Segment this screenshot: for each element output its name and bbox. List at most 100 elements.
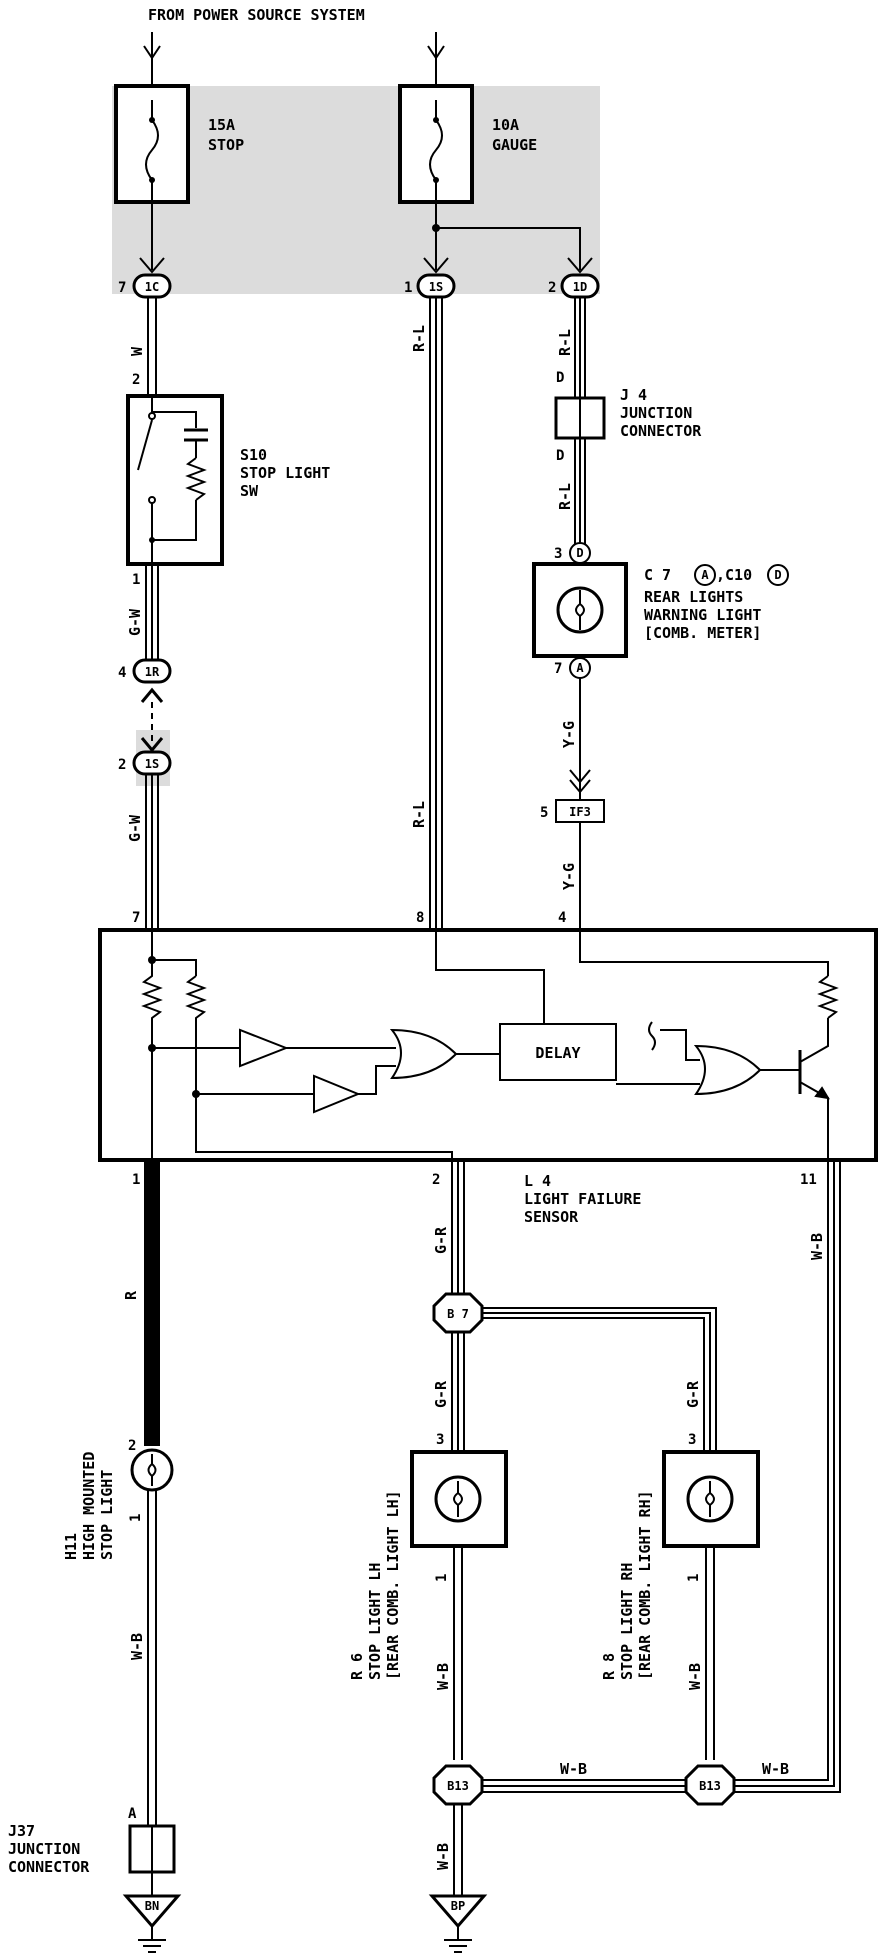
input-arrow-gauge <box>427 32 445 86</box>
l4-pin-2: 2 <box>432 1172 440 1188</box>
arrow-into-1c <box>139 257 165 274</box>
gauge-split-node <box>432 224 440 232</box>
svg-text:1S: 1S <box>145 757 159 771</box>
connector-1r: 1R <box>132 658 172 684</box>
wire-w <box>147 297 157 396</box>
wire-gw-upper <box>145 564 159 660</box>
r6-id: R 6 <box>348 1653 366 1680</box>
svg-text:D: D <box>576 546 583 560</box>
svg-text:D: D <box>774 568 781 582</box>
wire-r <box>144 1160 160 1446</box>
wire-gw-lower-label: G-W <box>126 814 144 842</box>
wire-gr-branch <box>482 1307 717 1452</box>
s10-id: S10 <box>240 446 267 464</box>
h11-line2: STOP LIGHT <box>98 1470 116 1560</box>
j4-line1: JUNCTION <box>620 404 692 422</box>
svg-text:B 7: B 7 <box>447 1307 469 1321</box>
s10-pin-bottom: 1 <box>132 572 140 588</box>
j4-pin-bottom: D <box>556 448 564 464</box>
wire-rl-branch <box>574 297 586 544</box>
wire-gr-rh-label: G-R <box>684 1380 702 1408</box>
r6-stop-light-lh <box>410 1450 508 1548</box>
r8-id: R 8 <box>600 1653 618 1680</box>
wire-wb-sensor-label: W-B <box>808 1233 826 1260</box>
svg-text:1D: 1D <box>573 280 587 294</box>
wire-wb-rh <box>705 1546 715 1760</box>
j4-pin-top: D <box>556 370 564 386</box>
l4-pin-1: 1 <box>132 1172 140 1188</box>
l4-line2: SENSOR <box>524 1208 579 1226</box>
connector-1s-lower: 1S <box>132 750 172 776</box>
h11-id: H11 <box>62 1533 80 1560</box>
connector-1d-pin: 2 <box>548 280 556 296</box>
j37-line2: CONNECTOR <box>8 1858 90 1876</box>
r8-line2: [REAR COMB. LIGHT RH] <box>636 1490 654 1680</box>
r6-pin-bottom: 1 <box>434 1574 450 1582</box>
l4-light-failure-sensor <box>98 928 878 1162</box>
input-arrow-stop <box>143 32 161 86</box>
j4-id: J 4 <box>620 386 647 404</box>
connector-1d: 1D <box>560 273 600 299</box>
r6-line2: [REAR COMB. LIGHT LH] <box>384 1490 402 1680</box>
svg-text:1R: 1R <box>145 665 160 679</box>
wire-wb-h11-label: W-B <box>128 1633 146 1660</box>
arrow-into-1s <box>423 257 449 274</box>
wire-gr-upper-label: G-R <box>432 1226 450 1254</box>
wire-gr-lh-label: G-R <box>432 1380 450 1408</box>
wire-wb-link <box>482 1779 686 1793</box>
meter-line3: [COMB. METER] <box>644 624 761 642</box>
wire-rl-label-3: R-L <box>556 329 574 356</box>
wire-gr-lh <box>451 1332 465 1452</box>
wire-wb-h11 <box>147 1490 157 1826</box>
h11-high-mounted-stop-light <box>130 1448 174 1492</box>
connector-1s-top: 1S <box>416 273 456 299</box>
j4-junction-connector <box>554 396 606 440</box>
h11-pin-bottom: 1 <box>128 1514 144 1522</box>
j37-junction-connector <box>128 1824 176 1896</box>
j4-line2: CONNECTOR <box>620 422 702 440</box>
l4-id: L 4 <box>524 1172 551 1190</box>
r6-pin-top: 3 <box>436 1432 444 1448</box>
svg-text:A: A <box>576 661 584 675</box>
wire-rl-label-1: R-L <box>410 325 428 352</box>
fuse-15a <box>114 84 190 204</box>
wire-gr-upper <box>451 1160 465 1294</box>
svg-text:1S: 1S <box>429 280 443 294</box>
s10-line2: SW <box>240 482 259 500</box>
connector-b13-left: B13 <box>432 1764 484 1806</box>
s10-stop-light-switch <box>126 394 224 566</box>
header-title: FROM POWER SOURCE SYSTEM <box>148 6 365 24</box>
rear-lights-warning-light <box>532 562 628 658</box>
j37-id: J37 <box>8 1822 35 1840</box>
connector-b7: B 7 <box>432 1292 484 1334</box>
fuse-15a-rating: 15A <box>208 116 235 134</box>
power-source-area <box>112 86 600 294</box>
connector-b13-right: B13 <box>684 1764 736 1806</box>
wire-yg-lower-label: Y-G <box>560 863 578 890</box>
meter-code-d-circle: D <box>767 564 789 586</box>
connector-1r-pin: 4 <box>118 665 126 681</box>
fuse-10a-name: GAUGE <box>492 136 537 154</box>
wire-gw-lower <box>145 774 159 930</box>
l4-line1: LIGHT FAILURE <box>524 1190 641 1208</box>
h11-pin-top: 2 <box>128 1438 136 1454</box>
gauge-branch-wire <box>435 202 581 270</box>
svg-text:B13: B13 <box>447 1779 469 1793</box>
meter-connector-d: D <box>569 542 591 564</box>
wire-wb-ground-label: W-B <box>434 1843 452 1870</box>
l4-pin-8: 8 <box>416 910 424 926</box>
wire-r-label: R <box>122 1290 140 1300</box>
l4-pin-7: 7 <box>132 910 140 926</box>
wire-rl-label-4: R-L <box>556 483 574 510</box>
j37-pin: A <box>128 1806 137 1822</box>
s10-pin-top: 2 <box>132 372 140 388</box>
connector-1s-top-pin: 1 <box>404 280 412 296</box>
connector-1c-pin: 7 <box>118 280 126 296</box>
ground-bn-label: BN <box>145 1899 159 1913</box>
r8-line1: STOP LIGHT RH <box>618 1563 636 1680</box>
r6-line1: STOP LIGHT LH <box>366 1563 384 1680</box>
wire-wb-right-label: W-B <box>762 1760 789 1778</box>
connector-1c: 1C <box>132 273 172 299</box>
meter-sep: ,C10 <box>716 566 752 584</box>
